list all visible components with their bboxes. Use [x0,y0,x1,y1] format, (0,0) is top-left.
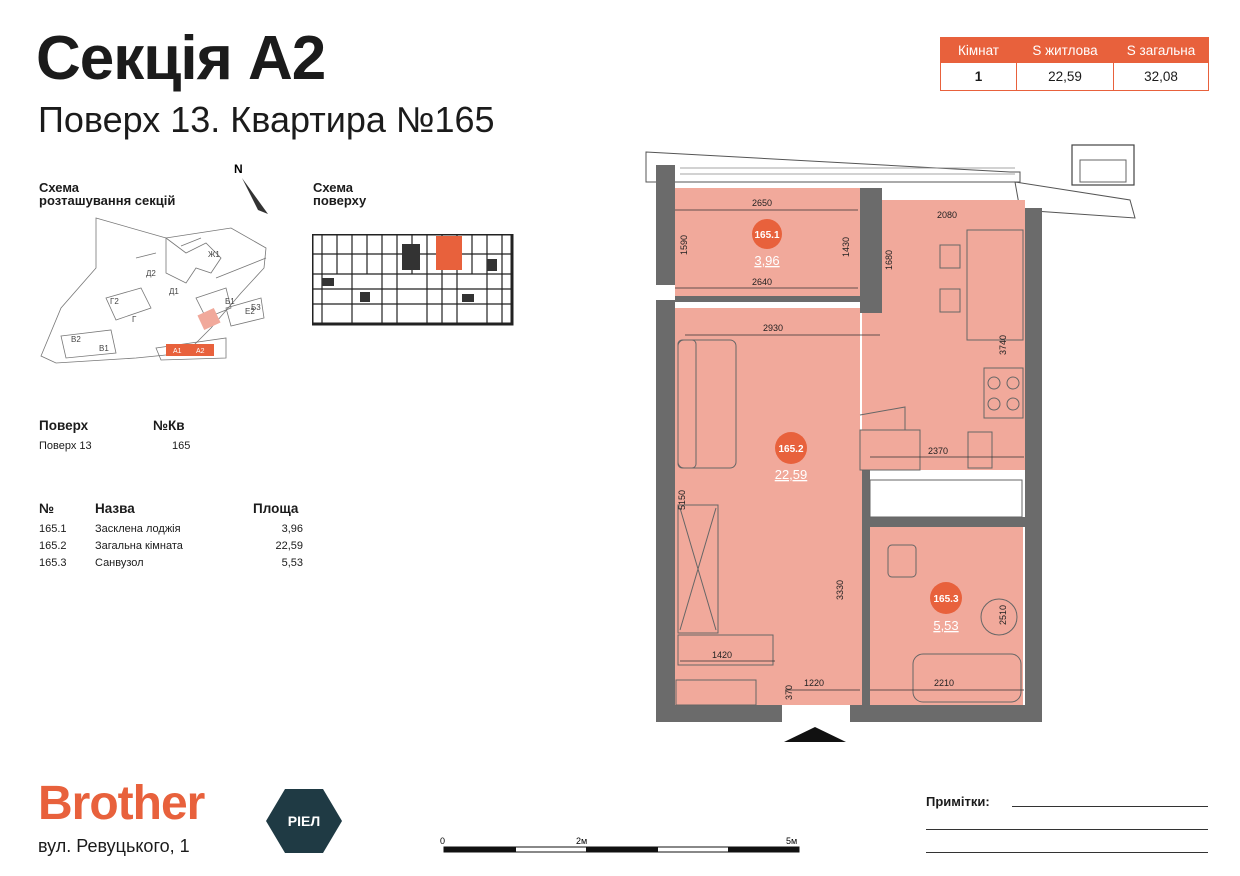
notes-line [926,829,1208,830]
room-area-165-2: 22,59 [775,467,808,482]
dimension-label: 2080 [937,210,957,220]
svg-text:А1: А1 [173,348,182,355]
dimension-label: 1430 [841,237,851,257]
dimension-label: 1680 [884,250,894,270]
total-area-value: 32,08 [1113,62,1209,91]
rooms-num-header: № [39,501,55,516]
rooms-area-header: Площа [253,501,299,516]
svg-text:Д2: Д2 [146,269,156,278]
room-165-2 [675,200,1025,705]
room-id-165-1: 165.1 [754,230,779,241]
dimension-label: 1220 [804,678,824,688]
dimension-label: 2640 [752,277,772,287]
room-id-165-3: 165.3 [933,594,958,605]
room-area-165-3: 5,53 [933,618,958,633]
target-apartment-marker [436,236,462,270]
notes-label: Примітки: [926,794,990,809]
room-number: 165.3 [39,557,67,569]
apartment-subtitle: Поверх 13. Квартира №165 [38,99,495,140]
dimension-label: 2930 [763,323,783,333]
rooms-count-header: Кімнат [940,37,1017,63]
floor-header: Поверх [39,418,89,433]
svg-text:Е2: Е2 [245,307,255,316]
north-label: N [234,162,243,176]
section-title: Секція А2 [36,24,326,93]
room-name: Загальна кімната [95,540,183,552]
notes-line [926,852,1208,853]
summary-table: Кімнат S житлова S загальна 1 22,59 32,0… [940,37,1209,91]
notes-line [1012,806,1208,807]
room-area-165-1: 3,96 [754,253,779,268]
ac-unit [1071,144,1135,186]
svg-text:В2: В2 [71,335,81,344]
dimension-label: 2370 [928,446,948,456]
apartment-number-value: 165 [172,440,191,452]
target-section-marker [197,307,221,331]
room-name: Санвузол [95,557,144,569]
dimension-label: 2510 [998,605,1008,625]
svg-text:Б1: Б1 [225,297,235,306]
dimension-label: 2210 [934,678,954,688]
dimension-label: 3740 [998,335,1008,355]
svg-text:5м: 5м [786,836,797,846]
svg-text:Б3: Б3 [251,303,261,312]
room-number: 165.1 [39,523,67,535]
svg-text:Ж1: Ж1 [208,250,220,259]
dimension-label: 1420 [712,650,732,660]
living-area-header: S житлова [1016,37,1114,63]
living-area-value: 22,59 [1016,62,1114,91]
dimension-label: 5150 [677,490,687,510]
north-arrow-icon [242,178,268,214]
dimension-label: 1590 [679,235,689,255]
apartment-number-header: №Кв [153,418,185,433]
total-area-header: S загальна [1113,37,1209,63]
room-number: 165.2 [39,540,67,552]
svg-text:РІЕЛ: РІЕЛ [288,813,320,829]
room-165-3 [870,527,1023,705]
dimension-label: 370 [784,685,794,700]
floor-scheme [312,234,514,326]
room-area: 3,96 [281,523,303,535]
svg-text:Г: Г [132,315,137,324]
brand-logo: Brother [38,777,205,830]
svg-text:Г2: Г2 [110,297,119,306]
dimension-label: 3330 [835,580,845,600]
room-area: 5,53 [281,557,303,569]
svg-text:0: 0 [440,836,445,846]
rooms-count-value: 1 [940,62,1017,91]
entrance-arrow-icon [784,727,846,742]
svg-text:Д1: Д1 [169,287,179,296]
scale-bar: 0 2м 5м [440,836,800,853]
site-scheme: N Ж1 Д2 Д1 Г2 Г Е2 Б1 Б3 В2 В1 А1 А2 [40,162,268,364]
brand-badge: РІЕЛ [266,789,342,853]
floor-value: Поверх 13 [39,440,92,452]
rooms-name-header: Назва [95,501,135,516]
room-id-165-2: 165.2 [778,444,803,455]
address: вул. Ревуцького, 1 [38,836,190,856]
room-area: 22,59 [275,540,303,552]
floor-plan: 2650 1590 1430 2640 1680 2080 2930 3740 … [645,144,1136,742]
svg-text:В1: В1 [99,344,109,353]
svg-text:2м: 2м [576,836,587,846]
svg-text:А2: А2 [196,348,205,355]
room-name: Засклена лоджія [95,523,181,535]
dimension-label: 2650 [752,198,772,208]
